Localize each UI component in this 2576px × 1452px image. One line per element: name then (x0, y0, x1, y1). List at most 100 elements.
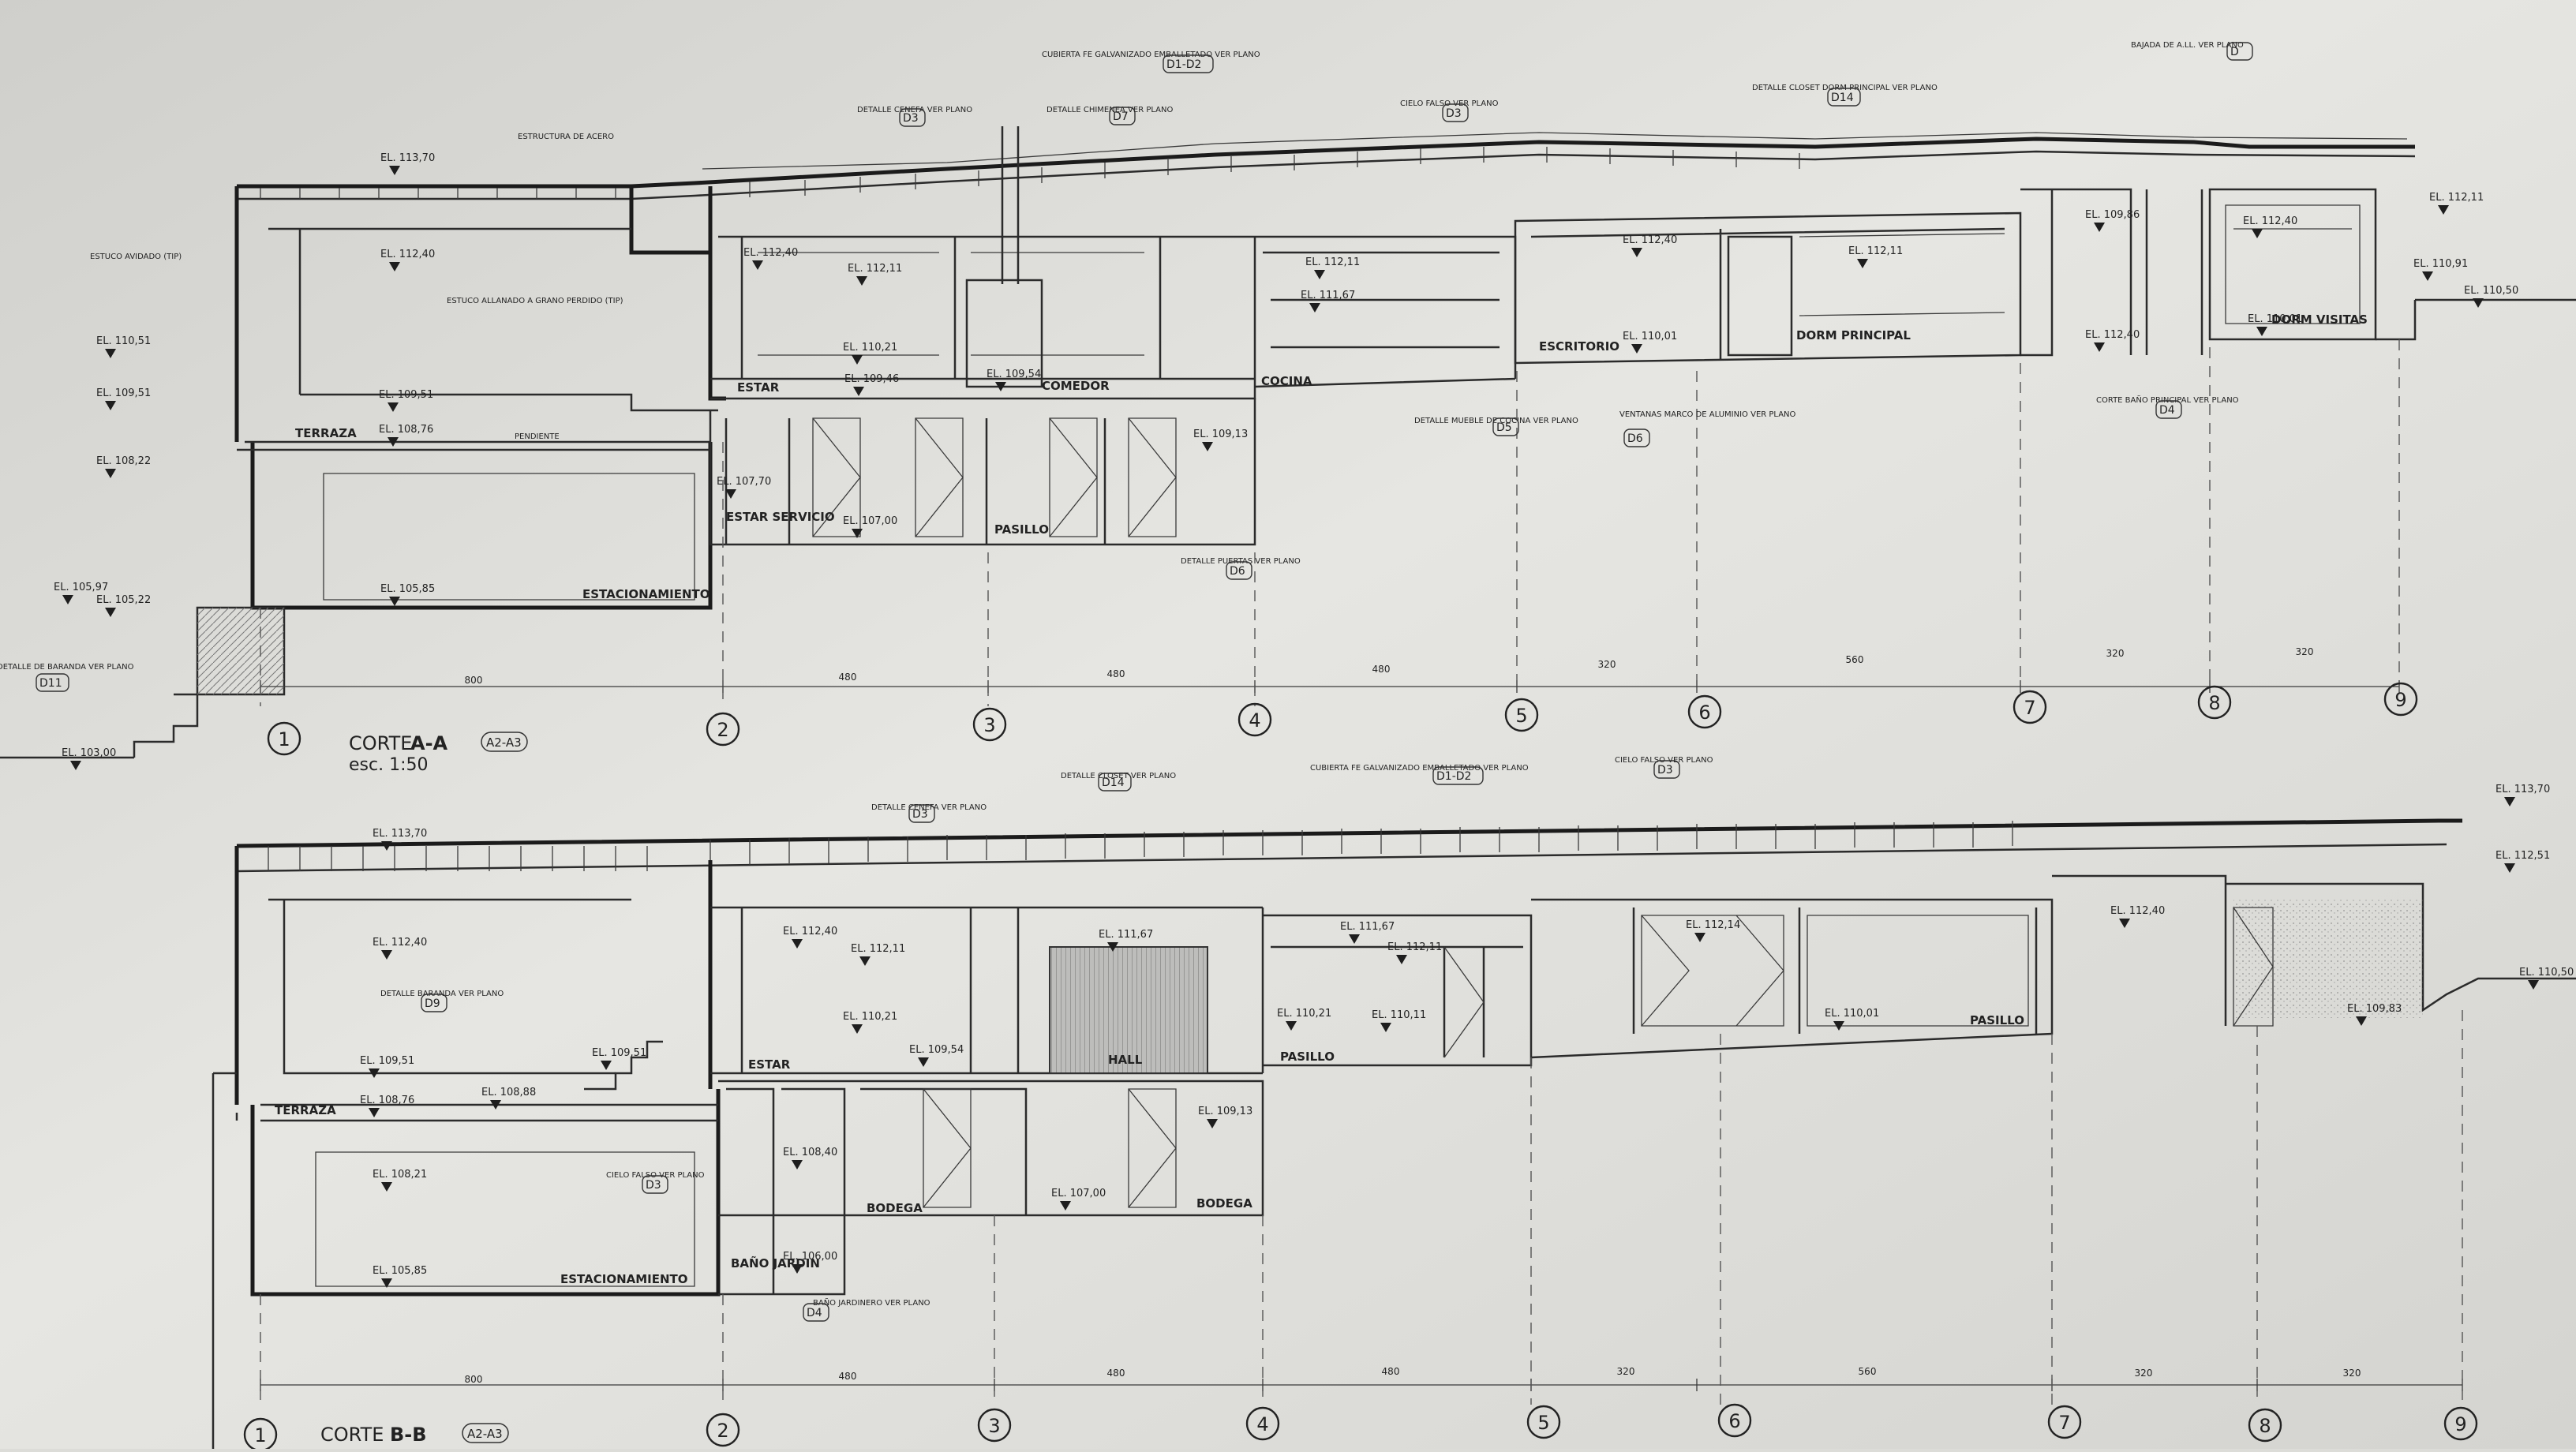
level-label-a: EL. 112,40 (743, 247, 798, 259)
title-b-letter: B-B (390, 1424, 427, 1446)
dimension-label-a: 560 (1846, 654, 1864, 665)
dimension-label-b: 320 (1617, 1366, 1635, 1377)
detail-tag-box-b (1098, 773, 1132, 791)
level-triangle-a (853, 387, 864, 396)
level-triangle-a (2256, 327, 2267, 336)
axis-bubble-b-9 (2443, 1406, 2478, 1441)
room-label-a: PASILLO (994, 522, 1049, 537)
level-triangle-a (725, 489, 736, 499)
level-triangle-a (389, 166, 400, 175)
level-label-a: EL. 113,70 (380, 152, 435, 164)
detail-tag-box-b (803, 1303, 829, 1322)
level-label-b: EL. 108,40 (783, 1147, 837, 1158)
level-label-a: EL. 108,76 (379, 424, 433, 436)
axis-label-a: 6 (1698, 702, 1710, 724)
room-label-a: ESTAR (737, 380, 780, 395)
level-label-a: EL. 109,54 (987, 369, 1041, 380)
level-label-b: EL. 112,11 (1387, 941, 1442, 953)
axis-label-a: 1 (278, 728, 290, 750)
detail-tag-box-a (2226, 42, 2253, 61)
level-triangle-a (105, 608, 116, 617)
detail-tag-a: D5 (1496, 421, 1512, 434)
dimension-label-a: 480 (1372, 664, 1391, 675)
dimension-label-a: 320 (1598, 659, 1616, 670)
detail-tag-box-b (908, 804, 935, 823)
level-triangle-a (388, 437, 399, 447)
level-triangle-a (852, 355, 863, 365)
room-label-b: BAÑO JARDIN (731, 1256, 820, 1270)
level-triangle-b (381, 950, 392, 960)
detail-tag-box-a (1109, 107, 1136, 125)
level-triangle-b (2119, 919, 2130, 928)
detail-tag-box-a (1163, 54, 1214, 73)
axis-bubble-a-6 (1687, 694, 1722, 729)
level-label-b: EL. 110,01 (1825, 1008, 1879, 1020)
detail-tag-a: D1-D2 (1166, 58, 1201, 71)
note-a: PENDIENTE (515, 432, 560, 441)
level-label-b: EL. 109,83 (2347, 1003, 2402, 1015)
axis-label-a: 4 (1249, 709, 1260, 732)
detail-tag-box-a (36, 673, 69, 692)
axis-bubble-b-5 (1526, 1405, 1561, 1439)
level-triangle-b (369, 1108, 380, 1117)
note-b: CUBIERTA FE GALVANIZADO EMBALLETADO VER … (1310, 764, 1529, 773)
level-triangle-a (995, 382, 1006, 391)
level-label-b: EL. 110,50 (2519, 967, 2574, 979)
axis-bubble-a-8 (2197, 685, 2232, 720)
hall-stair-hatch (1049, 946, 1208, 1074)
axis-label-b: 1 (254, 1424, 266, 1446)
note-a: ESTRUCTURA DE ACERO (518, 133, 614, 141)
dimension-label-b: 320 (2343, 1368, 2361, 1379)
title-b-ref-bubble (462, 1423, 509, 1443)
axis-bubble-b-6 (1717, 1403, 1752, 1438)
level-label-b: EL. 110,11 (1372, 1009, 1426, 1021)
detail-tag-a: D6 (1627, 432, 1643, 445)
level-triangle-b (1694, 933, 1705, 942)
detail-tag-b: D4 (807, 1307, 822, 1319)
level-label-a: EL. 110,91 (2413, 258, 2468, 270)
level-label-b: EL. 108,21 (373, 1169, 427, 1181)
note-a: VENTANAS MARCO DE ALUMINIO VER PLANO (1619, 410, 1796, 419)
room-label-a: ESTACIONAMIENTO (582, 587, 710, 601)
level-triangle-a (856, 276, 867, 286)
level-triangle-a (1857, 259, 1868, 268)
level-triangle-a (752, 260, 763, 270)
level-triangle-a (1631, 344, 1642, 354)
detail-tag-box-a (899, 108, 926, 127)
level-triangle-a (1631, 248, 1642, 257)
level-triangle-b (1833, 1021, 1844, 1031)
level-triangle-b (1207, 1119, 1218, 1128)
level-label-a: EL. 112,40 (2085, 329, 2140, 341)
detail-tag-b: D9 (425, 997, 440, 1010)
dimension-label-b: 480 (1382, 1366, 1400, 1377)
detail-tag-box-b (642, 1175, 668, 1194)
note-a: ESTUCO AVIDADO (TIP) (90, 253, 182, 261)
level-label-a: EL. 107,70 (717, 476, 771, 488)
level-triangle-b (859, 956, 871, 966)
dimension-label-a: 320 (2296, 646, 2314, 657)
title-a-ref: A2-A3 (486, 735, 522, 750)
level-triangle-a (852, 529, 863, 538)
level-triangle-b (918, 1057, 929, 1067)
axis-bubble-b-2 (706, 1413, 740, 1447)
axis-bubble-a-7 (2012, 690, 2047, 724)
room-label-a: TERRAZA (295, 426, 357, 440)
level-triangle-b (2356, 1016, 2367, 1026)
axis-bubble-b-4 (1245, 1406, 1280, 1441)
detail-tag-a: D6 (1230, 565, 1245, 578)
level-label-a: EL. 110,50 (2464, 285, 2518, 297)
level-triangle-b (381, 1278, 392, 1288)
level-triangle-a (2438, 205, 2449, 215)
level-label-a: EL. 109,51 (96, 387, 151, 399)
dimension-label-b: 480 (839, 1371, 857, 1382)
detail-tag-box-a (1827, 88, 1861, 107)
dimension-label-b: 800 (465, 1374, 483, 1385)
level-triangle-a (62, 595, 73, 604)
note-a: BAJADA DE A.LL. VER PLANO (2131, 41, 2244, 50)
level-label-b: EL. 107,00 (1051, 1188, 1106, 1199)
axis-label-b: 9 (2454, 1413, 2466, 1435)
room-label-a: COCINA (1261, 374, 1312, 388)
level-triangle-a (1202, 442, 1213, 451)
